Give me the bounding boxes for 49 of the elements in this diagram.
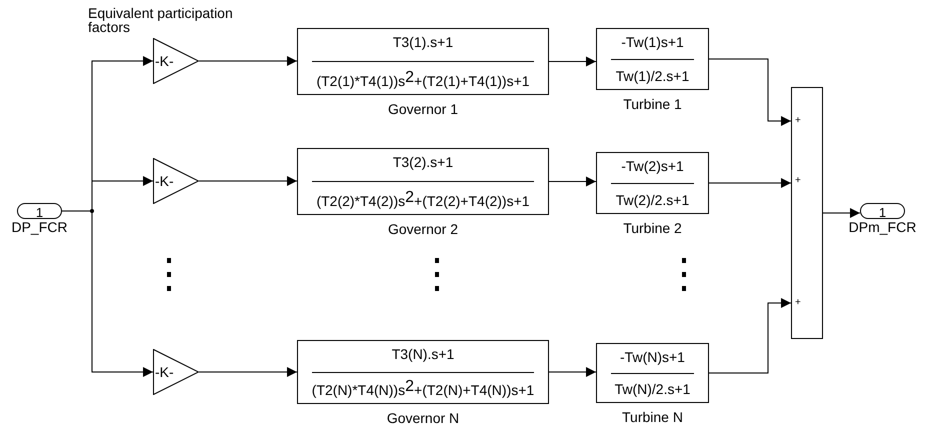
sign-label: + — [795, 175, 801, 187]
signal-arrow — [198, 56, 298, 66]
port-number: 1 — [36, 205, 44, 220]
transfer-function-block — [297, 28, 549, 95]
signal-arrow — [708, 298, 792, 374]
sign-label: + — [795, 297, 801, 309]
signal-arrow — [822, 208, 860, 218]
sign-label: + — [795, 115, 801, 127]
gain-label: -K- — [155, 363, 174, 381]
output-port — [860, 203, 905, 219]
block-caption: Governor N — [386, 410, 460, 426]
port-name: DPm_FCR — [848, 219, 916, 235]
signal-arrow — [198, 176, 298, 186]
numerator: -Tw(N)s+1 — [620, 348, 685, 366]
signal-arrow — [548, 176, 596, 186]
denominator: Tw(2)/2.s+1 — [616, 191, 690, 209]
port-number: 1 — [878, 205, 886, 220]
denominator: Tw(1)/2.s+1 — [616, 67, 690, 85]
block-caption: Turbine N — [622, 409, 683, 425]
signal-arrow — [198, 367, 298, 377]
block-caption: Governor 2 — [388, 221, 458, 237]
signal-arrow — [548, 56, 596, 66]
signal-arrow — [708, 58, 792, 126]
transfer-function-block — [297, 340, 549, 404]
denominator: Tw(N)/2.s+1 — [614, 380, 690, 398]
sum-block — [791, 87, 823, 339]
gain-block — [153, 349, 199, 395]
transfer-function-block — [596, 152, 709, 214]
numerator: -Tw(1)s+1 — [621, 33, 684, 51]
numerator: T3(N).s+1 — [392, 345, 454, 363]
transfer-function-block — [297, 148, 549, 215]
block-caption: Turbine 2 — [623, 220, 682, 236]
gain-label: -K- — [155, 172, 174, 190]
block-caption: Governor 1 — [388, 101, 458, 117]
transfer-function-block — [596, 28, 709, 90]
gain-block — [153, 158, 199, 204]
numerator: T3(1).s+1 — [392, 33, 454, 51]
annotation-text: Equivalent participation factors — [88, 6, 234, 34]
numerator: T3(2).s+1 — [392, 153, 454, 171]
block-caption: Turbine 1 — [623, 96, 682, 112]
input-port — [17, 203, 62, 219]
signal-arrow — [548, 367, 596, 377]
signal-arrow — [62, 210, 154, 377]
port-name: DP_FCR — [11, 219, 68, 235]
gain-block — [153, 38, 199, 84]
signal-arrow — [708, 178, 792, 188]
numerator: -Tw(2)s+1 — [621, 157, 684, 175]
transfer-function-block — [596, 343, 709, 403]
gain-label: -K- — [155, 52, 174, 70]
